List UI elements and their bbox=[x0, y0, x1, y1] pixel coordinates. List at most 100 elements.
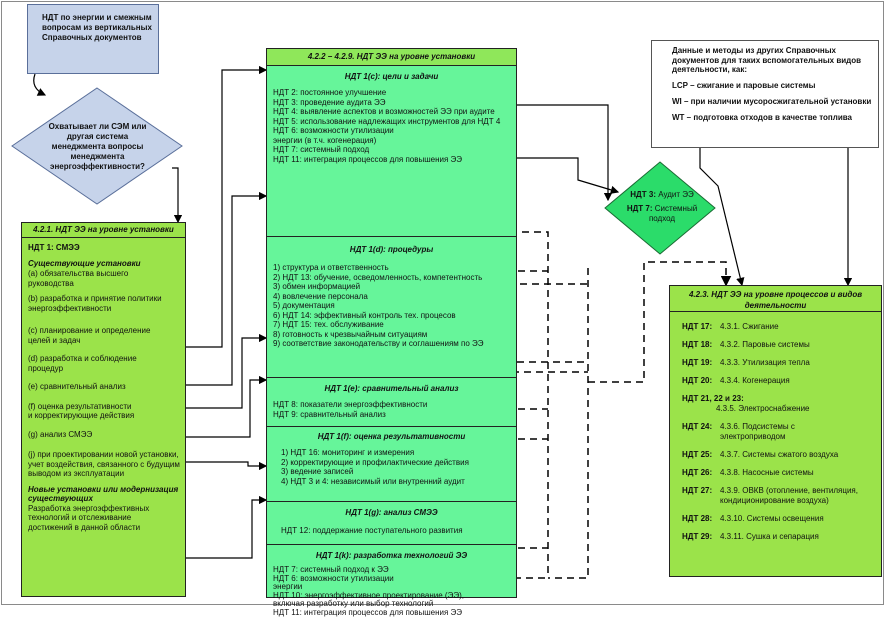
decision-line: менеджмента bbox=[40, 152, 155, 162]
new-text-line1: Разработка энергоэффективных bbox=[28, 504, 183, 514]
item-a-line1: (a) обязательства высшего bbox=[28, 269, 183, 279]
item-e-line1: (e) сравнительный анализ bbox=[28, 382, 183, 392]
section-1d-line: 6) НДТ 14: эффективный контроль тех. про… bbox=[273, 311, 516, 321]
section-1f-title: НДТ 1(f): оценка результативности bbox=[267, 432, 516, 442]
item-c-line2: целей и задач bbox=[28, 336, 183, 346]
section-1c-line: НДТ 4: выявление аспектов и возможностей… bbox=[273, 107, 516, 117]
audit-diamond-text: НДТ 3: Аудит ЭЭ НДТ 7: Системный подход bbox=[620, 190, 704, 224]
proc-row: НДТ 18:4.3.2. Паровые системы bbox=[682, 340, 877, 350]
proc-ndt: НДТ 24: bbox=[682, 422, 718, 442]
proc-text: 4.3.9. ОВКВ (отопление, вентиляция, конд… bbox=[720, 486, 860, 506]
proc-text: 4.3.8. Насосные системы bbox=[720, 468, 814, 478]
left-panel-body: НДТ 1: СМЭЭ Существующие установки (a) о… bbox=[28, 243, 183, 532]
section-1c-line: НДТ 11: интеграция процессов для повышен… bbox=[273, 155, 516, 165]
proc-ndt: НДТ 20: bbox=[682, 376, 718, 386]
proc-ndt: НДТ 21, 22 и 23: bbox=[682, 394, 744, 403]
audit-ndt3: НДТ 3: bbox=[630, 190, 656, 199]
decision-line: энергоэффективности? bbox=[40, 162, 155, 172]
section-1d-line: 7) НДТ 15: тех. обслуживание bbox=[273, 320, 516, 330]
item-b-line1: (b) разработка и принятие политики bbox=[28, 294, 183, 304]
section-1k-title: НДТ 1(k): разработка технологий ЭЭ bbox=[267, 551, 516, 561]
right-panel: 4.2.3. НДТ ЭЭ на уровне процессов и видо… bbox=[669, 285, 882, 577]
proc-ndt: НДТ 27: bbox=[682, 486, 718, 506]
section-1f-line: 1) НДТ 16: мониторинг и измерения bbox=[281, 448, 516, 458]
section-1d-line: 9) соответствие законодательству и согла… bbox=[273, 339, 516, 349]
section-1c-line: энергии (в т.ч. когенерация) bbox=[273, 136, 516, 146]
section-1d-title: НДТ 1(d): процедуры bbox=[267, 245, 516, 255]
item-j-line3: выводом из эксплуатации bbox=[28, 469, 183, 479]
proc-ndt: НДТ 29: bbox=[682, 532, 718, 542]
existing-title: Существующие установки bbox=[28, 259, 183, 269]
audit-ndt3-text: Аудит ЭЭ bbox=[656, 190, 694, 199]
middle-panel: 4.2.2 – 4.2.9. НДТ ЭЭ на уровне установк… bbox=[266, 48, 517, 598]
proc-row: НДТ 20:4.3.4. Когенерация bbox=[682, 376, 877, 386]
proc-text: 4.3.6. Подсистемы с электроприводом bbox=[720, 422, 830, 442]
section-1e: НДТ 1(e): сравнительный анализ НДТ 8: по… bbox=[267, 378, 516, 427]
new-text-line2: технологий и отслеживание bbox=[28, 513, 183, 523]
section-1c-title: НДТ 1(c): цели и задачи bbox=[267, 72, 516, 82]
section-1c: НДТ 1(c): цели и задачи НДТ 2: постоянно… bbox=[267, 66, 516, 237]
section-1c-line: НДТ 5: использование надлежащих инструме… bbox=[273, 117, 516, 127]
item-b-line2: энергоэффективности bbox=[28, 304, 183, 314]
decision-line: другая система bbox=[40, 132, 155, 142]
proc-text: 4.3.4. Когенерация bbox=[720, 376, 790, 386]
other-bref-box: Данные и методы из других Справочных док… bbox=[651, 40, 879, 148]
proc-ndt: НДТ 28: bbox=[682, 514, 718, 524]
section-1f: НДТ 1(f): оценка результативности 1) НДТ… bbox=[267, 427, 516, 502]
section-1d-line: 4) вовлечение персонала bbox=[273, 292, 516, 302]
other-bref-wt: WT – подготовка отходов в качестве топли… bbox=[672, 113, 872, 123]
proc-ndt: НДТ 26: bbox=[682, 468, 718, 478]
decision-line: менеджмента вопросы bbox=[40, 142, 155, 152]
section-1f-line: 3) ведение записей bbox=[281, 467, 516, 477]
section-1c-line: НДТ 7: системный подход bbox=[273, 145, 516, 155]
proc-text: 4.3.7. Системы сжатого воздуха bbox=[720, 450, 838, 460]
audit-ndt7-text2: подход bbox=[620, 214, 704, 224]
proc-ndt: НДТ 17: bbox=[682, 322, 718, 332]
proc-row: НДТ 26:4.3.8. Насосные системы bbox=[682, 468, 877, 478]
audit-ndt7: НДТ 7: bbox=[627, 204, 653, 213]
new-text-line3: достижений в данной области bbox=[28, 523, 183, 533]
item-f-line1: (f) оценка результативности bbox=[28, 402, 183, 412]
section-1d-line: 2) НДТ 13: обучение, осведомленность, ко… bbox=[273, 273, 516, 283]
item-g-line1: (g) анализ СМЭЭ bbox=[28, 430, 183, 440]
right-panel-title: 4.2.3. НДТ ЭЭ на уровне процессов и видо… bbox=[670, 286, 881, 312]
proc-text: 4.3.5. Электроснабжение bbox=[682, 404, 877, 414]
section-1d-line: 8) готовность к чрезвычайным ситуациям bbox=[273, 330, 516, 340]
section-1d-line: 5) документация bbox=[273, 301, 516, 311]
section-1k-line: НДТ 6: возможности утилизации bbox=[273, 575, 516, 584]
proc-text: 4.3.1. Сжигание bbox=[720, 322, 779, 332]
proc-text: 4.3.3. Утилизация тепла bbox=[720, 358, 810, 368]
item-d-line1: (d) разработка и соблюдение bbox=[28, 354, 183, 364]
section-1k-line: НДТ 11: интеграция процессов для повышен… bbox=[273, 609, 516, 617]
section-1g-line: НДТ 12: поддержание поступательного разв… bbox=[281, 526, 516, 536]
proc-row: НДТ 25:4.3.7. Системы сжатого воздуха bbox=[682, 450, 877, 460]
middle-panel-title: 4.2.2 – 4.2.9. НДТ ЭЭ на уровне установк… bbox=[267, 49, 516, 66]
section-1e-line: НДТ 8: показатели энергоэффективности bbox=[273, 400, 516, 410]
item-a-line2: руководства bbox=[28, 279, 183, 289]
audit-ndt7-text: Системный bbox=[653, 204, 698, 213]
section-1e-line: НДТ 9: сравнительный анализ bbox=[273, 410, 516, 420]
section-1g: НДТ 1(g): анализ СМЭЭ НДТ 12: поддержани… bbox=[267, 502, 516, 545]
section-1g-title: НДТ 1(g): анализ СМЭЭ bbox=[267, 508, 516, 518]
proc-row: НДТ 29:4.3.11. Сушка и сепарация bbox=[682, 532, 877, 542]
section-1k: НДТ 1(k): разработка технологий ЭЭ НДТ 7… bbox=[267, 545, 516, 597]
ndt1-label: НДТ 1: СМЭЭ bbox=[28, 243, 183, 253]
section-1d-line: 1) структура и ответственность bbox=[273, 263, 516, 273]
proc-row: НДТ 21, 22 и 23: 4.3.5. Электроснабжение bbox=[682, 394, 877, 414]
proc-ndt: НДТ 19: bbox=[682, 358, 718, 368]
left-panel-title: 4.2.1. НДТ ЭЭ на уровне установки bbox=[22, 223, 185, 238]
proc-row: НДТ 17:4.3.1. Сжигание bbox=[682, 322, 877, 332]
proc-row: НДТ 27:4.3.9. ОВКВ (отопление, вентиляци… bbox=[682, 486, 877, 506]
proc-text: 4.3.2. Паровые системы bbox=[720, 340, 810, 350]
left-panel: 4.2.1. НДТ ЭЭ на уровне установки НДТ 1:… bbox=[21, 222, 186, 597]
proc-ndt: НДТ 25: bbox=[682, 450, 718, 460]
proc-text: 4.3.11. Сушка и сепарация bbox=[720, 532, 819, 542]
section-1d: НДТ 1(d): процедуры 1) структура и ответ… bbox=[267, 237, 516, 378]
proc-row: НДТ 28:4.3.10. Системы освещения bbox=[682, 514, 877, 524]
other-bref-lcp: LCP – сжигание и паровые системы bbox=[672, 81, 872, 91]
decision-line: Охватывает ли СЭМ или bbox=[40, 122, 155, 132]
section-1e-title: НДТ 1(e): сравнительный анализ bbox=[267, 384, 516, 394]
section-1f-line: 2) корректирующие и профилактические дей… bbox=[281, 458, 516, 468]
item-j-line1: (j) при проектировании новой установки, bbox=[28, 450, 183, 460]
section-1c-line: НДТ 6: возможности утилизации bbox=[273, 126, 516, 136]
